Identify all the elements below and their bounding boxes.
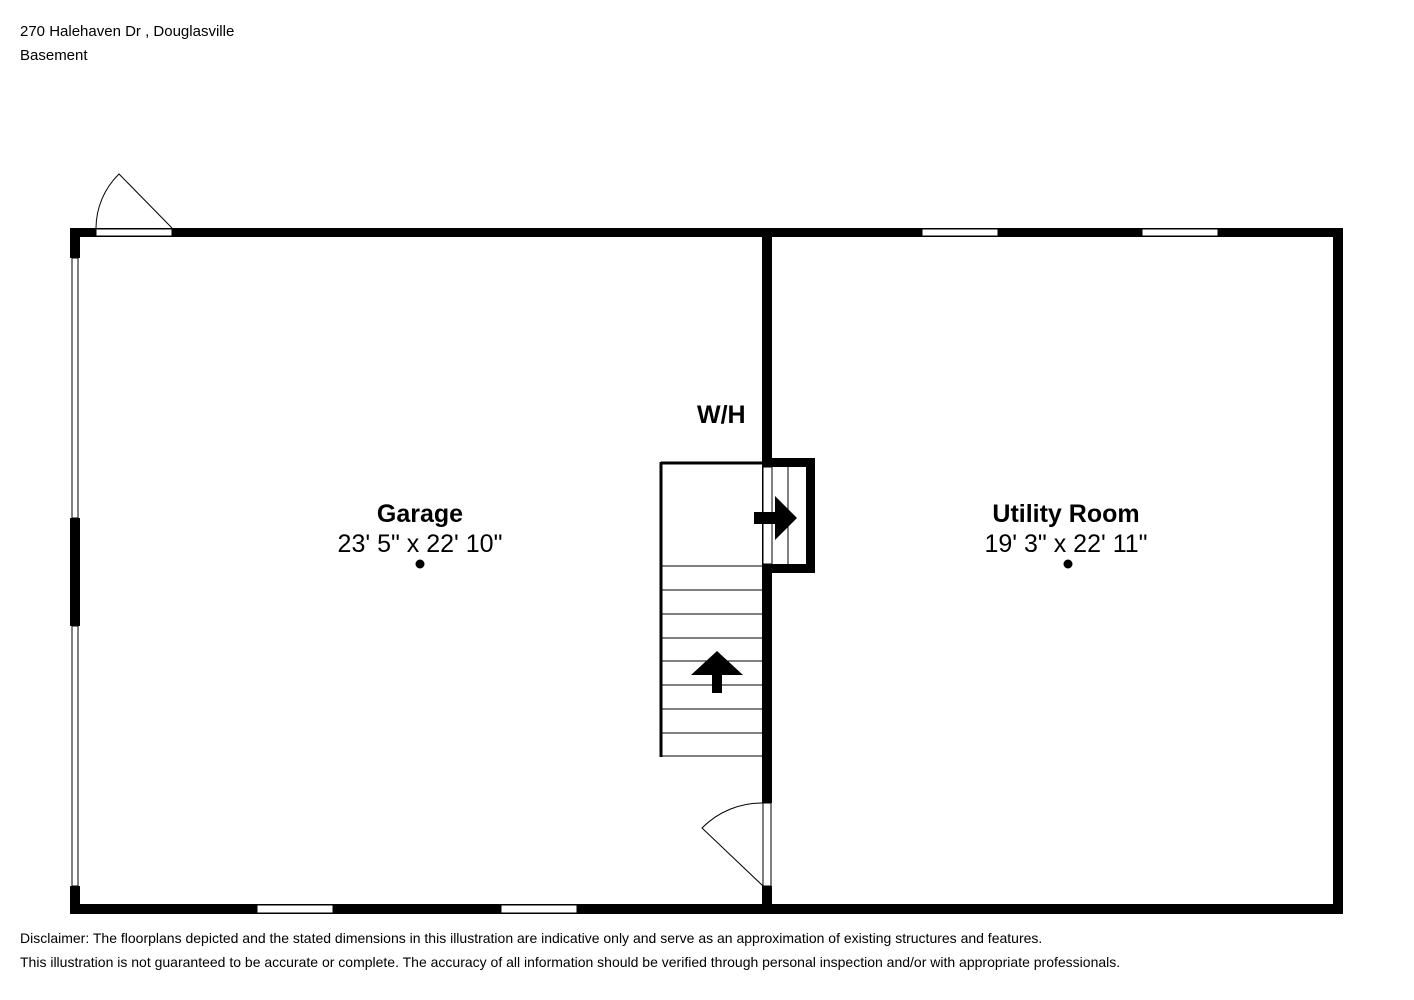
room-label-utility-room: Utility Room [992,500,1140,528]
outer-walls [70,228,1343,914]
wall-openings [71,228,1219,914]
room-dimensions-utility-room: 19' 3" x 22' 11" [984,530,1148,558]
utility-room-center-marker [1063,559,1073,569]
room-dimensions-garage: 23' 5" x 22' 10" [337,530,503,558]
room-label-garage: Garage [376,500,464,528]
floor-level: Basement [20,47,88,64]
water-heater-label: W/H [697,401,746,429]
garage-center-marker [415,559,425,569]
stair-arrow-up-icon [691,651,743,693]
stair-arrow-right-icon [754,496,797,540]
disclaimer-line-2: This illustration is not guaranteed to b… [20,954,1121,970]
staircase [659,461,764,757]
door-swings [95,173,764,887]
property-address: 270 Halehaven Dr , Douglasville [20,23,235,40]
disclaimer-line-1: Disclaimer: The floorplans depicted and … [20,930,1043,946]
